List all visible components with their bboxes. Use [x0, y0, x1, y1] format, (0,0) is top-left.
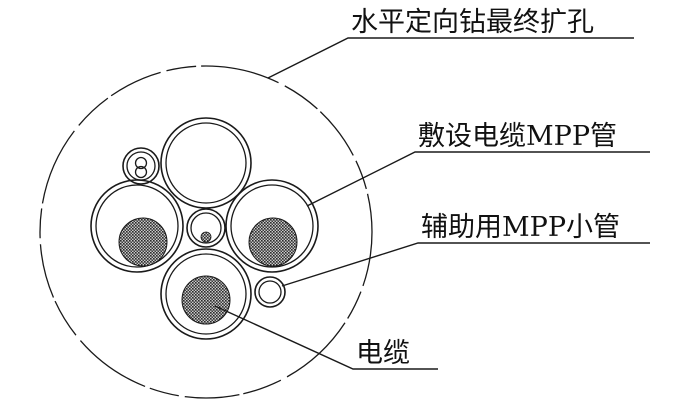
- small-spare-pipe: [122, 147, 160, 185]
- bottom-cable: [181, 275, 231, 325]
- center-aux-pipe: [186, 208, 226, 248]
- left-cable: [118, 217, 168, 267]
- leader-cable-pipe: [306, 151, 650, 207]
- leader-borehole: [267, 37, 634, 79]
- left-mpp-pipe: [90, 179, 184, 273]
- leader-cable: [214, 305, 438, 370]
- bottom-mpp-pipe: [160, 248, 252, 340]
- right-mpp-pipe: [225, 179, 319, 273]
- label-aux-pipe: 辅助用MPP小管: [421, 212, 620, 243]
- top-mpp-pipe: [160, 117, 252, 209]
- borehole-outline: [39, 65, 373, 399]
- right-cable: [248, 217, 298, 267]
- leader-aux-pipe: [281, 242, 650, 287]
- label-cable-pipe: 敷设电缆MPP管: [418, 121, 617, 152]
- aux-mpp-small-pipe: [254, 276, 286, 308]
- label-cable: 电缆: [356, 338, 410, 369]
- label-borehole: 水平定向钻最终扩孔: [351, 7, 594, 38]
